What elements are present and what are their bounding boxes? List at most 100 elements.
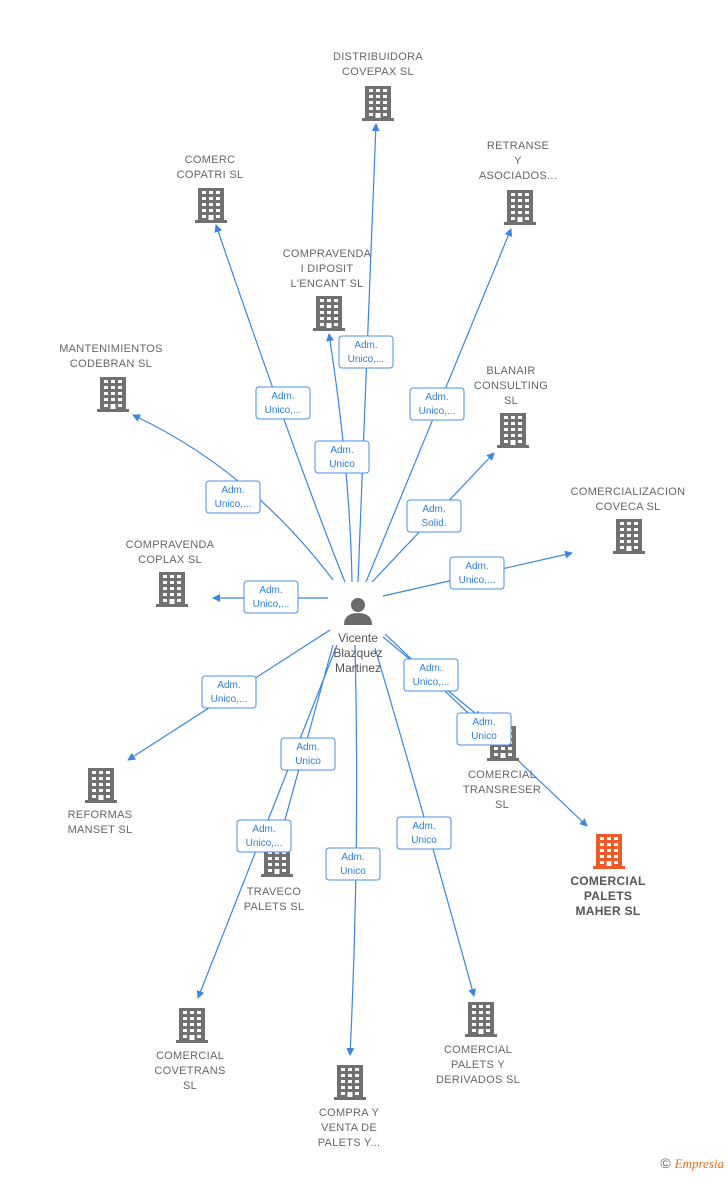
company-name-line: SL: [183, 1080, 197, 1092]
edge-label-blanair[interactable]: Adm.Solid.: [406, 499, 462, 533]
company-node-retranse[interactable]: RETRANSE Y ASOCIADOS...: [479, 140, 557, 225]
company-name-line: PALETS Y...: [318, 1137, 381, 1149]
company-name-line: REFORMAS: [68, 809, 133, 821]
person-name-line: Blazquez: [333, 646, 382, 660]
brand-logo[interactable]: Empresia: [674, 1156, 724, 1171]
company-name-line: DERIVADOS SL: [436, 1074, 520, 1086]
edge-label-compravenda-diposit[interactable]: Adm.Unico: [314, 440, 370, 474]
company-name-line: COMERCIALIZACION: [571, 486, 686, 498]
company-name-line: ASOCIADOS...: [479, 170, 557, 182]
edge-derivados[interactable]: [374, 647, 476, 997]
company-name-line: COVETRANS: [154, 1065, 225, 1077]
comerc-copatri-building-icon: [195, 188, 227, 223]
edge-label-line: Unico: [411, 835, 437, 846]
maher-building-icon: [593, 834, 625, 869]
company-name-line: BLANAIR: [486, 365, 535, 377]
copyright-symbol: ©: [660, 1155, 671, 1171]
edge-label-coplax[interactable]: Adm. Unico,...: [243, 580, 299, 614]
edge-label-line: Adm.: [465, 561, 488, 572]
edge-label-line: Adm.: [217, 680, 240, 691]
edge-label-covetrans[interactable]: Adm. Unico: [280, 737, 336, 771]
person-icon: [344, 598, 372, 625]
edge-label-line: Adm.: [425, 392, 448, 403]
edge-comerc-copatri[interactable]: [214, 224, 346, 583]
edge-label-line: Unico: [471, 731, 497, 742]
edge-label-line: Unico,...: [419, 406, 456, 417]
company-name-line: PALETS Y: [451, 1059, 505, 1071]
edge-label-line: Unico,...: [459, 575, 496, 586]
blanair-building-icon: [497, 413, 529, 448]
edge-label-line: Unico: [329, 459, 355, 470]
derivados-building-icon: [465, 1002, 497, 1037]
edge-label-line: Unico: [295, 756, 321, 767]
edge-label-transreser[interactable]: Adm. Unico,...: [403, 658, 459, 692]
distribuidora-building-icon: [362, 86, 394, 121]
company-name-line: MANSET SL: [68, 824, 133, 836]
company-name-line: COMPRAVENDA: [283, 248, 372, 260]
edge-label-comerc-copatri[interactable]: Adm. Unico,...: [255, 386, 311, 420]
edge-label-compra-venta[interactable]: Adm. Unico: [325, 847, 381, 881]
retranse-building-icon: [504, 190, 536, 225]
company-node-reformas[interactable]: REFORMAS MANSET SL: [68, 768, 133, 836]
mantenimientos-building-icon: [97, 377, 129, 412]
company-name-line: SL: [495, 799, 509, 811]
reformas-building-icon: [85, 768, 117, 803]
company-name-line: DISTRIBUIDORA: [333, 51, 423, 63]
company-name-line: COMERCIAL: [156, 1050, 224, 1062]
edge-label-line: Adm.: [296, 742, 319, 753]
edge-label-reformas[interactable]: Adm.Unico,...: [201, 675, 257, 709]
edge-label-traveco[interactable]: Adm. Unico,...: [236, 819, 292, 853]
edge-label-coveca[interactable]: Adm. Unico,...: [449, 556, 505, 590]
edge-label-line: Unico,...: [413, 677, 450, 688]
company-node-blanair[interactable]: BLANAIR CONSULTING SL: [474, 365, 548, 448]
edge-label-derivados[interactable]: Adm.Unico: [396, 816, 452, 850]
company-name-line: TRAVECO: [247, 886, 302, 898]
compra-venta-building-icon: [334, 1065, 366, 1100]
company-name-line: VENTA DE: [321, 1122, 377, 1134]
edge-label-line: Unico,...: [348, 354, 385, 365]
person-name-line: Vicente: [338, 631, 378, 645]
coplax-building-icon: [156, 572, 188, 607]
edge-label-line: Adm.: [419, 663, 442, 674]
company-name-line: L'ENCANT SL: [290, 278, 363, 290]
edge-label-line: Unico: [340, 866, 366, 877]
edge-label-distribuidora[interactable]: Adm. Unico,...: [338, 335, 394, 369]
edge-label-mantenimientos[interactable]: Adm.Unico,...: [205, 480, 261, 514]
company-name-line: PALETS: [584, 889, 632, 903]
edge-label-line: Adm.: [259, 585, 282, 596]
edge-label-line: Unico,...: [246, 838, 283, 849]
company-name-line: COMERCIAL: [570, 874, 645, 888]
edge-label-line: Adm.: [271, 391, 294, 402]
person-name-line: Martinez: [335, 661, 381, 675]
edge-label-line: Adm.: [354, 340, 377, 351]
coveca-building-icon: [613, 519, 645, 554]
copyright: © Empresia: [660, 1155, 724, 1172]
company-name-line: CODEBRAN SL: [70, 358, 152, 370]
edge-label-line: Unico,...: [253, 599, 290, 610]
edge-label-line: Adm.: [422, 504, 445, 515]
edge-label-retranse[interactable]: Adm. Unico,...: [409, 387, 465, 421]
edge-label-line: Adm.: [341, 852, 364, 863]
company-name-line: RETRANSE: [487, 140, 549, 152]
edge-label-line: Unico,...: [265, 405, 302, 416]
company-name-line: CONSULTING: [474, 380, 548, 392]
edge-label-maher[interactable]: Adm.Unico: [456, 712, 512, 746]
company-name-line: COPLAX SL: [138, 554, 202, 566]
company-name-line: SL: [504, 395, 518, 407]
company-node-covetrans[interactable]: COMERCIAL COVETRANS SL: [154, 1008, 225, 1092]
company-name-line: MAHER SL: [575, 904, 640, 918]
edge-label-line: Adm.: [252, 824, 275, 835]
company-name-line: Y: [514, 155, 522, 167]
